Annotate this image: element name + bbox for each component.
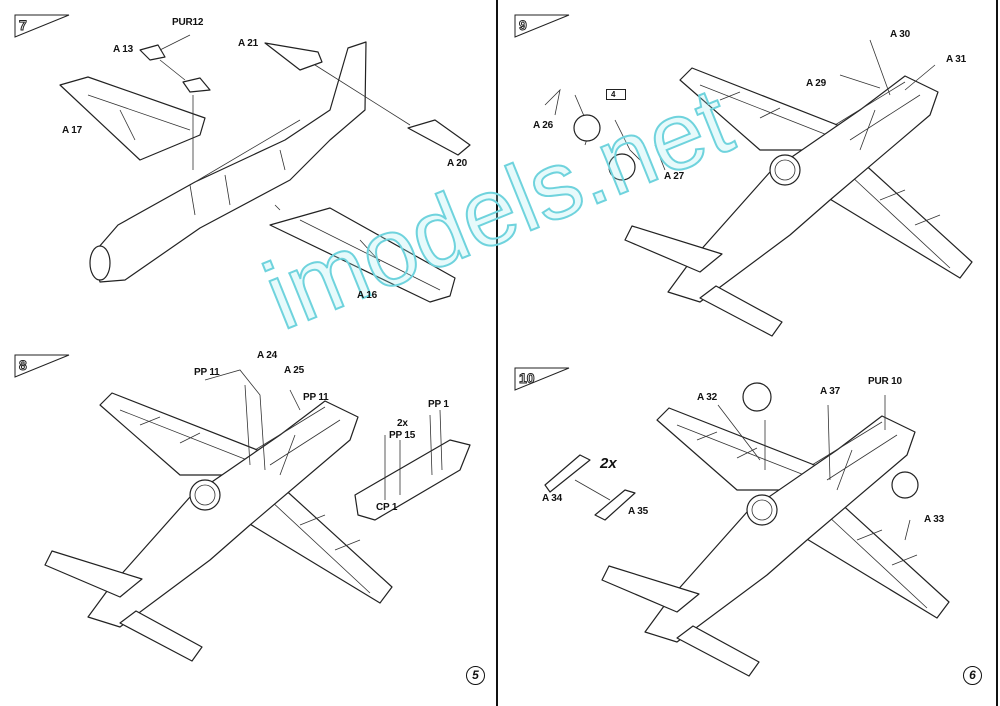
- step8-drawing: [44, 392, 393, 662]
- sub-step-badge: 4: [606, 89, 627, 100]
- part-label: A 37: [820, 386, 840, 397]
- step-number: 8: [19, 357, 28, 374]
- part-label: A 17: [62, 125, 82, 136]
- part-label: A 35: [628, 506, 648, 517]
- part-label: A 30: [890, 29, 910, 40]
- step-number: 10: [519, 370, 536, 387]
- step-7-badge: 7: [14, 14, 70, 38]
- step-10-badge: 10: [514, 367, 570, 391]
- step-9-badge: 9: [514, 14, 570, 38]
- part-label: A 13: [113, 44, 133, 55]
- step-number: 7: [19, 17, 28, 34]
- part-label: A 21: [238, 38, 258, 49]
- part-label: A 24: [257, 350, 277, 361]
- part-label: A 34: [542, 493, 562, 504]
- quantity-label: 2x: [600, 455, 617, 472]
- quantity-label: 2x: [397, 418, 408, 429]
- part-label: PP 15: [389, 430, 416, 441]
- step-number: 9: [519, 17, 528, 34]
- part-label: A 32: [697, 392, 717, 403]
- part-label: CP 1: [376, 502, 398, 513]
- canopy-part: [354, 439, 471, 521]
- part-label: PUR 10: [868, 376, 902, 387]
- part-label: A 26: [533, 120, 553, 131]
- part-label: A 29: [806, 78, 826, 89]
- part-label: A 20: [447, 158, 467, 169]
- part-label: A 31: [946, 54, 966, 65]
- part-label: PP 1: [428, 399, 449, 410]
- page-number-left: 5: [466, 666, 485, 685]
- step-8-badge: 8: [14, 354, 70, 378]
- part-label: A 25: [284, 365, 304, 376]
- part-label: A 16: [357, 290, 377, 301]
- part-label: A 27: [664, 171, 684, 182]
- part-label: A 33: [924, 514, 944, 525]
- part-label: PUR12: [172, 17, 204, 28]
- page-number-right: 6: [963, 666, 982, 685]
- step7-drawing: [59, 34, 471, 303]
- part-label: PP 11: [194, 367, 220, 378]
- step10-drawing: [601, 407, 950, 677]
- part-label: PP 11: [303, 392, 329, 403]
